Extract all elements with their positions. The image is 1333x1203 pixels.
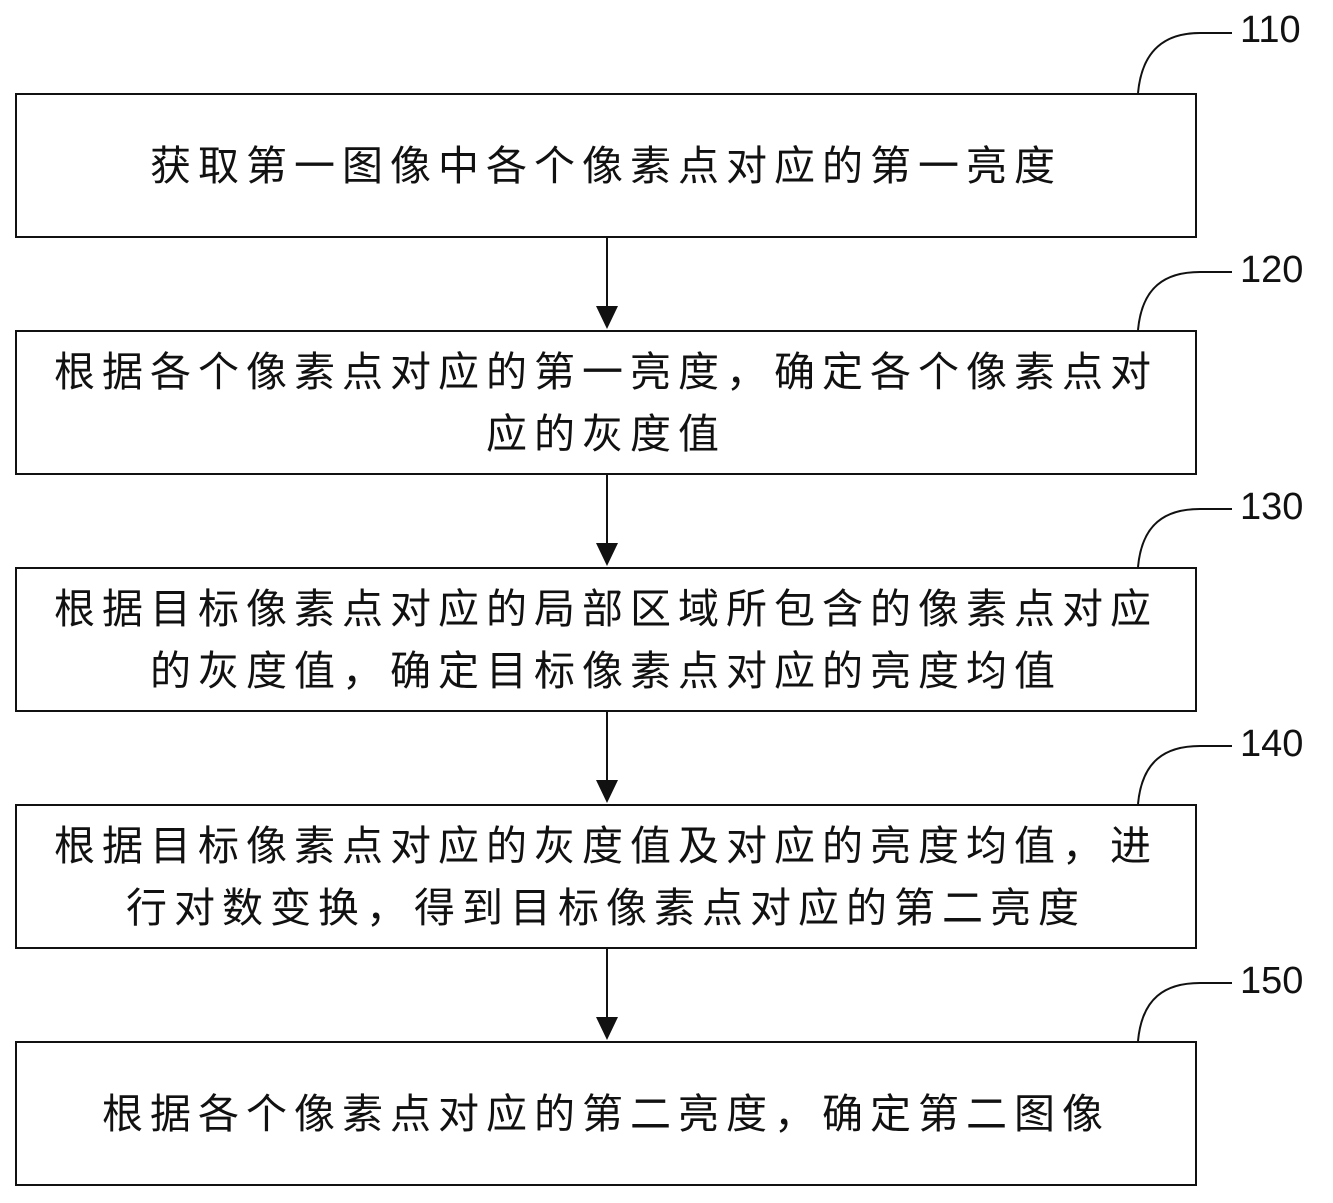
- leader-line-130: [1137, 508, 1232, 568]
- leader-line-150: [1137, 982, 1232, 1042]
- step-ref-130: 130: [1240, 486, 1304, 528]
- leader-line-110: [1137, 32, 1232, 94]
- step-text-130: 根据目标像素点对应的局部区域所包含的像素点对应的灰度值，确定目标像素点对应的亮度…: [54, 584, 1158, 695]
- step-box-140: 根据目标像素点对应的灰度值及对应的亮度均值，进行对数变换，得到目标像素点对应的第…: [15, 804, 1197, 949]
- step-box-150: 根据各个像素点对应的第二亮度，确定第二图像: [15, 1041, 1197, 1186]
- leader-line-120: [1137, 271, 1232, 331]
- arrow-110-to-120: [596, 238, 618, 329]
- step-box-130: 根据目标像素点对应的局部区域所包含的像素点对应的灰度值，确定目标像素点对应的亮度…: [15, 567, 1197, 712]
- arrow-140-to-150: [596, 949, 618, 1040]
- step-text-120: 根据各个像素点对应的第一亮度，确定各个像素点对应的灰度值: [54, 347, 1158, 458]
- arrow-130-to-140: [596, 712, 618, 803]
- step-box-110: 获取第一图像中各个像素点对应的第一亮度: [15, 93, 1197, 238]
- step-ref-120: 120: [1240, 249, 1304, 291]
- step-text-110: 获取第一图像中各个像素点对应的第一亮度: [150, 141, 1062, 190]
- step-ref-110: 110: [1240, 9, 1301, 51]
- arrow-120-to-130: [596, 475, 618, 566]
- step-box-120: 根据各个像素点对应的第一亮度，确定各个像素点对应的灰度值: [15, 330, 1197, 475]
- step-text-140: 根据目标像素点对应的灰度值及对应的亮度均值，进行对数变换，得到目标像素点对应的第…: [54, 821, 1158, 932]
- leader-line-140: [1137, 745, 1232, 805]
- step-ref-150: 150: [1240, 960, 1304, 1002]
- step-ref-140: 140: [1240, 723, 1304, 765]
- step-text-150: 根据各个像素点对应的第二亮度，确定第二图像: [102, 1089, 1110, 1138]
